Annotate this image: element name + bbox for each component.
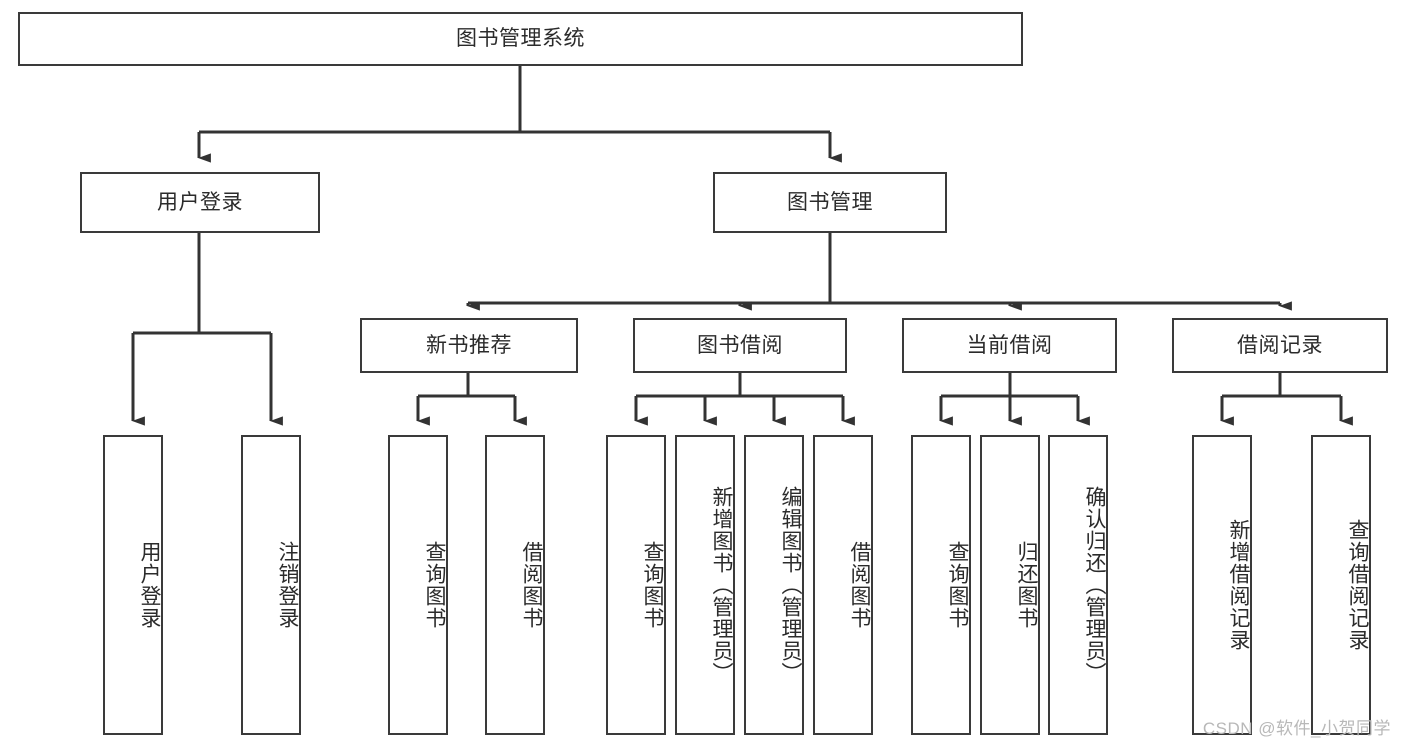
node-label: 新书推荐 <box>426 333 512 357</box>
node-borrow-record[interactable]: 借阅记录 <box>1172 318 1388 373</box>
node-label: 当前借阅 <box>966 333 1053 357</box>
node-book-management[interactable]: 图书管理 <box>713 172 947 233</box>
leaf-current-borrow-query[interactable]: 查询图书 <box>911 435 971 735</box>
csdn-watermark: CSDN @软件_小贺同学 <box>1202 719 1391 738</box>
leaf-user-login-signout[interactable]: 注销登录 <box>241 435 301 735</box>
edge-group-user-login <box>131 233 283 426</box>
node-label: 查询图书 <box>423 541 446 629</box>
node-label: 确认归还（管理员） <box>1083 486 1106 684</box>
leaf-book-borrow-add[interactable]: 新增图书（管理员） <box>675 435 735 735</box>
edge-group-book-manage <box>466 233 1292 311</box>
node-label: 图书管理系统 <box>456 27 585 51</box>
node-label: 图书借阅 <box>697 333 783 357</box>
node-book-borrow[interactable]: 图书借阅 <box>633 318 847 373</box>
node-root-system[interactable]: 图书管理系统 <box>18 12 1023 66</box>
node-label: 用户登录 <box>157 190 243 214</box>
edge-group-borrow-record <box>1220 373 1353 426</box>
node-label: 借阅记录 <box>1237 333 1323 357</box>
leaf-new-book-borrow[interactable]: 借阅图书 <box>485 435 545 735</box>
node-label: 查询图书 <box>946 541 969 629</box>
edge-group-new-book <box>416 373 527 426</box>
node-label: 新增借阅记录 <box>1227 519 1250 651</box>
node-label: 新增图书（管理员） <box>710 486 733 684</box>
leaf-new-book-query[interactable]: 查询图书 <box>388 435 448 735</box>
node-new-book-recommend[interactable]: 新书推荐 <box>360 318 578 373</box>
leaf-borrow-record-query[interactable]: 查询借阅记录 <box>1311 435 1371 735</box>
leaf-borrow-record-add[interactable]: 新增借阅记录 <box>1192 435 1252 735</box>
node-label: 图书管理 <box>787 190 873 214</box>
leaf-book-borrow-query[interactable]: 查询图书 <box>606 435 666 735</box>
node-label: 用户登录 <box>138 541 161 629</box>
node-current-borrow[interactable]: 当前借阅 <box>902 318 1117 373</box>
leaf-current-borrow-return[interactable]: 归还图书 <box>980 435 1040 735</box>
node-label: 归还图书 <box>1015 541 1038 629</box>
node-label: 注销登录 <box>276 541 299 629</box>
node-label: 借阅图书 <box>848 541 871 629</box>
edge-group-book-borrow <box>634 373 855 426</box>
leaf-user-login-signin[interactable]: 用户登录 <box>103 435 163 735</box>
node-user-login[interactable]: 用户登录 <box>80 172 320 233</box>
leaf-book-borrow-edit[interactable]: 编辑图书（管理员） <box>744 435 804 735</box>
node-label: 编辑图书（管理员） <box>779 486 802 684</box>
node-label: 借阅图书 <box>520 541 543 629</box>
edge-group-current-borrow <box>939 373 1090 426</box>
node-label: 查询图书 <box>641 541 664 629</box>
node-label: 查询借阅记录 <box>1346 519 1369 651</box>
leaf-current-borrow-confirm-return[interactable]: 确认归还（管理员） <box>1048 435 1108 735</box>
edge-group-root <box>197 66 842 163</box>
leaf-book-borrow-borrow[interactable]: 借阅图书 <box>813 435 873 735</box>
